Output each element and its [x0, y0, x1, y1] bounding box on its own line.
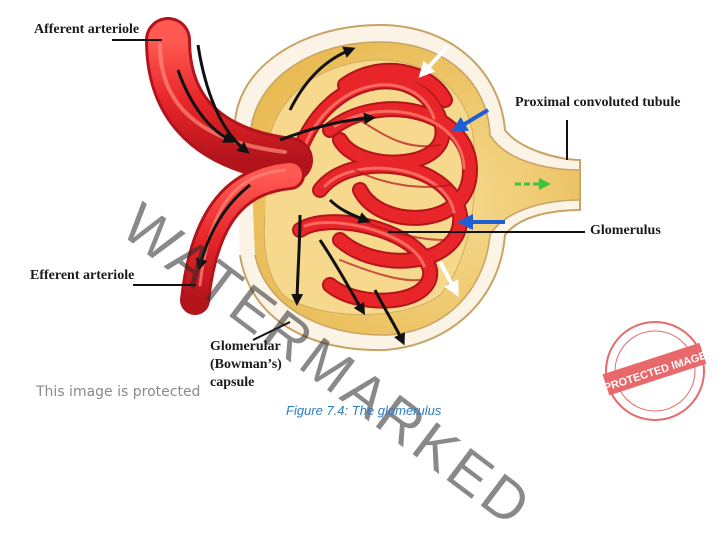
capsule-label-line1: Glomerular: [210, 339, 281, 354]
white-arrow: [418, 44, 450, 78]
flow-arrow: [291, 214, 304, 306]
filtrate-arrow: [451, 108, 490, 133]
flow-arrow: [195, 183, 251, 271]
protected-notice: This image is protected: [36, 384, 201, 400]
figure-caption: Figure 7.4: The glomerulus: [286, 403, 442, 418]
blue-flow-arrows: [451, 108, 505, 230]
capsule-label-line3: capsule: [210, 375, 255, 390]
flow-arrow: [196, 44, 250, 154]
label-afferent-arteriole: Afferent arteriole: [34, 22, 140, 37]
white-flow-arrows: [418, 44, 459, 298]
leader-lines: [112, 39, 585, 341]
label-efferent-arteriole: Efferent arteriole: [30, 268, 135, 283]
flow-arrow: [373, 289, 405, 346]
black-flow-arrows: [176, 44, 405, 346]
leader-capsule: [252, 321, 291, 341]
afferent-arteriole-vessel: [145, 17, 313, 183]
flow-arrow: [318, 239, 366, 316]
white-arrow: [438, 261, 459, 298]
label-bowmans-capsule: Glomerular (Bowman’s) capsule: [210, 338, 282, 392]
flow-arrow: [288, 46, 356, 111]
label-proximal-tubule: Proximal convoluted tubule: [515, 95, 681, 110]
flow-arrow: [279, 112, 376, 142]
flow-arrow: [328, 198, 371, 224]
flow-arrow: [176, 69, 236, 143]
protected-image-stamp: PROTECTED IMAGE: [602, 321, 708, 421]
capsule-label-line2: (Bowman’s): [210, 357, 282, 372]
label-glomerulus: Glomerulus: [590, 223, 661, 238]
glomerulus-diagram: PROTECTED IMAGE: [112, 17, 708, 421]
